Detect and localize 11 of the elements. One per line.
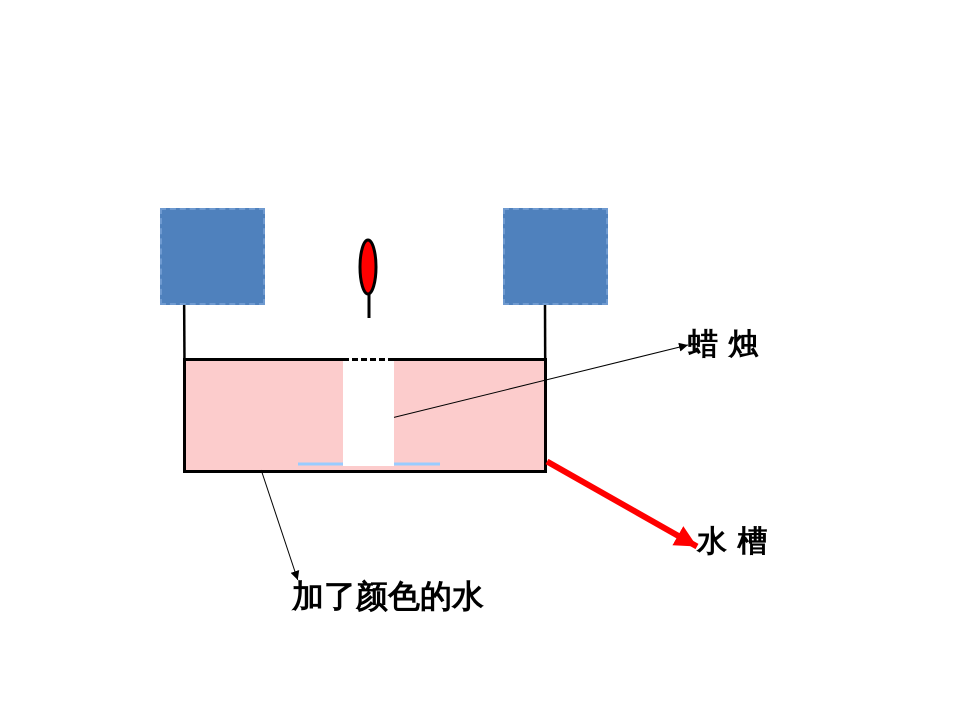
callout-label: 加了颜色的水 — [292, 580, 484, 612]
arrow — [546, 458, 698, 550]
square-block — [503, 208, 608, 305]
square-block — [160, 208, 265, 305]
leader-line — [394, 342, 688, 418]
callout-label: 水 槽 — [697, 527, 768, 557]
leader-line — [260, 470, 300, 580]
support-line — [544, 305, 546, 358]
callout-label: 蜡 烛 — [688, 330, 758, 360]
candle — [343, 358, 394, 466]
support-line — [182, 305, 186, 358]
